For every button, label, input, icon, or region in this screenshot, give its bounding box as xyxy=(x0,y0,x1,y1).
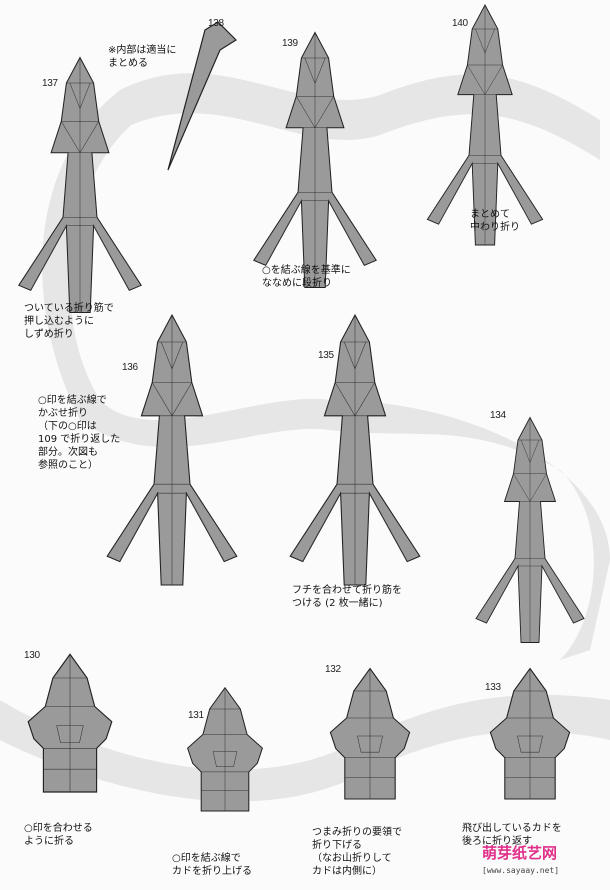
model-133 xyxy=(490,669,569,800)
step-number-140: 140 xyxy=(452,18,468,29)
step-number-138: 138 xyxy=(208,18,224,29)
model-134 xyxy=(476,418,584,643)
step-number-137: 137 xyxy=(42,78,58,89)
step-caption-138: ※内部は適当にまとめる xyxy=(108,44,176,70)
step-number-136: 136 xyxy=(122,362,138,373)
step-caption-139: ○を結ぶ線を基準にななめに段折り xyxy=(262,264,351,290)
model-139 xyxy=(254,32,376,287)
step-caption-130: ○印を合わせるように折る xyxy=(24,822,93,848)
step-number-130: 130 xyxy=(24,650,40,661)
model-136 xyxy=(107,315,237,585)
step-number-133: 133 xyxy=(485,682,501,693)
step-caption-140: まとめて中わり折り xyxy=(470,208,520,234)
step-caption-137: ついている折り筋で押し込むようにしずめ折り xyxy=(24,302,114,341)
step-number-134: 134 xyxy=(490,410,506,421)
step-number-139: 139 xyxy=(282,38,298,49)
step-number-132: 132 xyxy=(325,664,341,675)
step-caption-136: ○印を結ぶ線でかぶせ折り（下の○印は 109 で折り返した部分。次図も参照のこと… xyxy=(38,394,120,472)
step-number-131: 131 xyxy=(188,710,204,721)
step-caption-132: つまみ折りの要領で折り下げる （なお山折りしてカドは内側に） xyxy=(312,826,402,878)
step-caption-135: フチを合わせて折り筋をつける (2 枚一緒に) xyxy=(292,584,402,610)
step-number-135: 135 xyxy=(318,350,334,361)
step-caption-131: ○印を結ぶ線でカドを折り上げる xyxy=(172,852,252,878)
watermark-brand: 萌芽纸艺网 xyxy=(482,842,557,863)
model-135 xyxy=(290,315,420,585)
watermark-url: [www.sayaay.net] xyxy=(482,866,559,875)
